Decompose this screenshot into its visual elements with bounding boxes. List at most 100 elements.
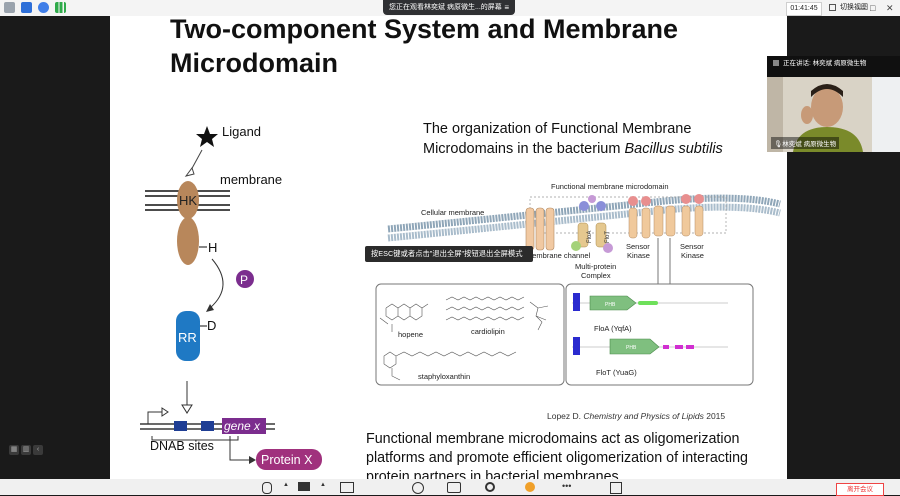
- app-logo-icon: [4, 2, 15, 13]
- d-label: D: [207, 318, 216, 333]
- flot-label: FloT: [605, 231, 611, 243]
- membrane-bilayer-bottom: [387, 203, 781, 242]
- camera-off-icon[interactable]: [298, 482, 310, 491]
- phosphotransfer-arrow: [209, 258, 224, 309]
- record-icon[interactable]: [485, 482, 495, 492]
- expression-arrowhead: [249, 456, 256, 464]
- fmm-figure: Functional membrane microdomain Cellular…: [375, 182, 781, 386]
- promoter-arrow: [147, 411, 162, 424]
- slide-diagrams: Ligand membrane HK H P RR D: [140, 124, 781, 470]
- citation: Lopez D. Chemistry and Physics of Lipids…: [547, 411, 725, 421]
- mic-muted-icon[interactable]: [262, 482, 272, 494]
- flot-oligomer-b: [665, 205, 676, 237]
- ligand-star-icon: [196, 126, 218, 147]
- floa-gene-label: FloA (YqfA): [594, 324, 632, 333]
- collapse-icon[interactable]: ‹: [33, 445, 43, 455]
- screen-share-notice-text: 您正在观看林奕斌 病原微生...的屏幕: [389, 4, 502, 11]
- cell-membrane-label: Cellular membrane: [421, 208, 484, 217]
- figure-subtitle-line2: Microdomains in the bacterium: [423, 141, 625, 157]
- speaking-text: 正在讲话: 林奕斌 病原微生物: [783, 60, 867, 67]
- leave-meeting-button[interactable]: 离开会议: [836, 483, 884, 496]
- grid-icon: [829, 4, 836, 11]
- floa-phb-domain: [589, 295, 637, 311]
- sensor-label-1: Sensor: [626, 242, 650, 251]
- app-icon[interactable]: [610, 482, 622, 494]
- minimize-button[interactable]: —: [856, 3, 865, 13]
- sensor-kinase-2: [681, 194, 704, 237]
- flot-phb-domain: [609, 338, 660, 355]
- reaction-icon[interactable]: [525, 482, 535, 492]
- expression-arrow: [229, 436, 250, 461]
- camera-menu-chevron-icon[interactable]: ▲: [320, 482, 326, 488]
- citation-year: 2015: [703, 411, 726, 421]
- flot-gene-label: FloT (YuaG): [596, 368, 637, 377]
- kinase-label-2: Kinase: [681, 251, 704, 260]
- protein-x-pill: [256, 449, 322, 470]
- speaker-name: 🎙林奕斌 病原微生物: [771, 137, 840, 149]
- speaking-indicator: 正在讲话: 林奕斌 病原微生物: [773, 59, 866, 69]
- figure-subtitle-species: Bacillus subtilis: [624, 141, 723, 157]
- ligand-label: Ligand: [222, 124, 261, 139]
- hk-label: HK: [179, 193, 197, 208]
- slide-body-text: Functional membrane microdomains act as …: [366, 431, 748, 479]
- hopene-structure: [379, 303, 429, 332]
- info-icon[interactable]: [38, 2, 49, 13]
- floa-coil: [638, 301, 658, 305]
- flot-motif-1: [663, 345, 669, 349]
- channel-subunit-3: [545, 207, 555, 251]
- gene-x-box: [222, 418, 266, 434]
- more-icon[interactable]: •••: [562, 481, 572, 491]
- fmm-label: Functional membrane microdomain: [551, 182, 669, 191]
- cardiolipin-label: cardiolipin: [471, 327, 505, 336]
- meeting-control-bar: ▲ ▲ ••• 离开会议: [0, 479, 900, 496]
- floa-tm-block: [573, 293, 580, 311]
- close-button[interactable]: ✕: [886, 3, 894, 13]
- citation-journal: Chemistry and Physics of Lipids: [583, 411, 704, 421]
- binding-arrowhead: [181, 404, 193, 414]
- cardiolipin-chain-2: [445, 306, 525, 311]
- phosphotransfer-arrowhead: [206, 304, 214, 312]
- speaker-video-panel[interactable]: 正在讲话: 林奕斌 病原微生物 🎙林奕斌 病原微生物: [767, 56, 900, 152]
- gene-x-label: gene x: [224, 419, 261, 433]
- multi-protein-label: Multi-protein: [575, 262, 616, 271]
- switch-view-label: 切换视图: [840, 4, 868, 11]
- citation-author: Lopez D.: [547, 411, 584, 421]
- share-screen-icon[interactable]: [340, 482, 354, 493]
- switch-view-button[interactable]: 切换视图: [828, 2, 868, 14]
- shield-icon[interactable]: [21, 2, 32, 13]
- lipid-structures: [379, 296, 549, 381]
- rr-box: [176, 311, 200, 361]
- multi-protein-complex: [571, 195, 613, 253]
- protein-x-label: Protein X: [261, 453, 313, 467]
- sensor-kinase-2b-body: [694, 205, 704, 237]
- top-left-icons: [4, 2, 66, 13]
- h-label: H: [208, 240, 217, 255]
- menu-icon[interactable]: ≡: [504, 3, 509, 12]
- hopene-label: hopene: [398, 330, 423, 339]
- cardiolipin-chain-1: [445, 296, 525, 301]
- slide-title: Two-component System and Membrane Microd…: [170, 16, 679, 78]
- left-view-controls: ▦ ▥ ‹: [9, 445, 43, 455]
- speaker-avatar-icon: [773, 60, 779, 67]
- signal-icon[interactable]: [55, 2, 66, 13]
- flot-phb-label: PHB: [626, 345, 637, 351]
- sensor-kinase-1b-body: [641, 207, 651, 239]
- gallery-view-icon[interactable]: ▥: [21, 445, 31, 455]
- maximize-button[interactable]: □: [870, 3, 876, 13]
- sensor-kinase-1-body: [628, 207, 638, 239]
- members-icon[interactable]: [412, 482, 424, 494]
- hk-bottom-domain: [177, 217, 199, 265]
- complex-top-blob-2: [596, 201, 606, 211]
- mic-menu-chevron-icon[interactable]: ▲: [283, 482, 289, 488]
- screen-share-notice[interactable]: 您正在观看林奕斌 病原微生...的屏幕 ≡: [383, 0, 515, 15]
- rr-label: RR: [178, 330, 197, 345]
- flot-oligomer: [653, 205, 676, 237]
- chat-icon[interactable]: [447, 482, 461, 493]
- meeting-clock: 01:41:45: [786, 2, 822, 16]
- fullscreen-tooltip: 按ESC键或者点击"退出全屏"按钮退出全屏模式: [365, 246, 533, 262]
- staphyloxanthin-label: staphyloxanthin: [418, 372, 470, 381]
- promoter-arrowhead: [161, 407, 169, 417]
- speaker-view-icon[interactable]: ▦: [9, 445, 19, 455]
- dnab-label: DNAB sites: [150, 439, 214, 453]
- membrane-bilayer-top: [387, 194, 781, 233]
